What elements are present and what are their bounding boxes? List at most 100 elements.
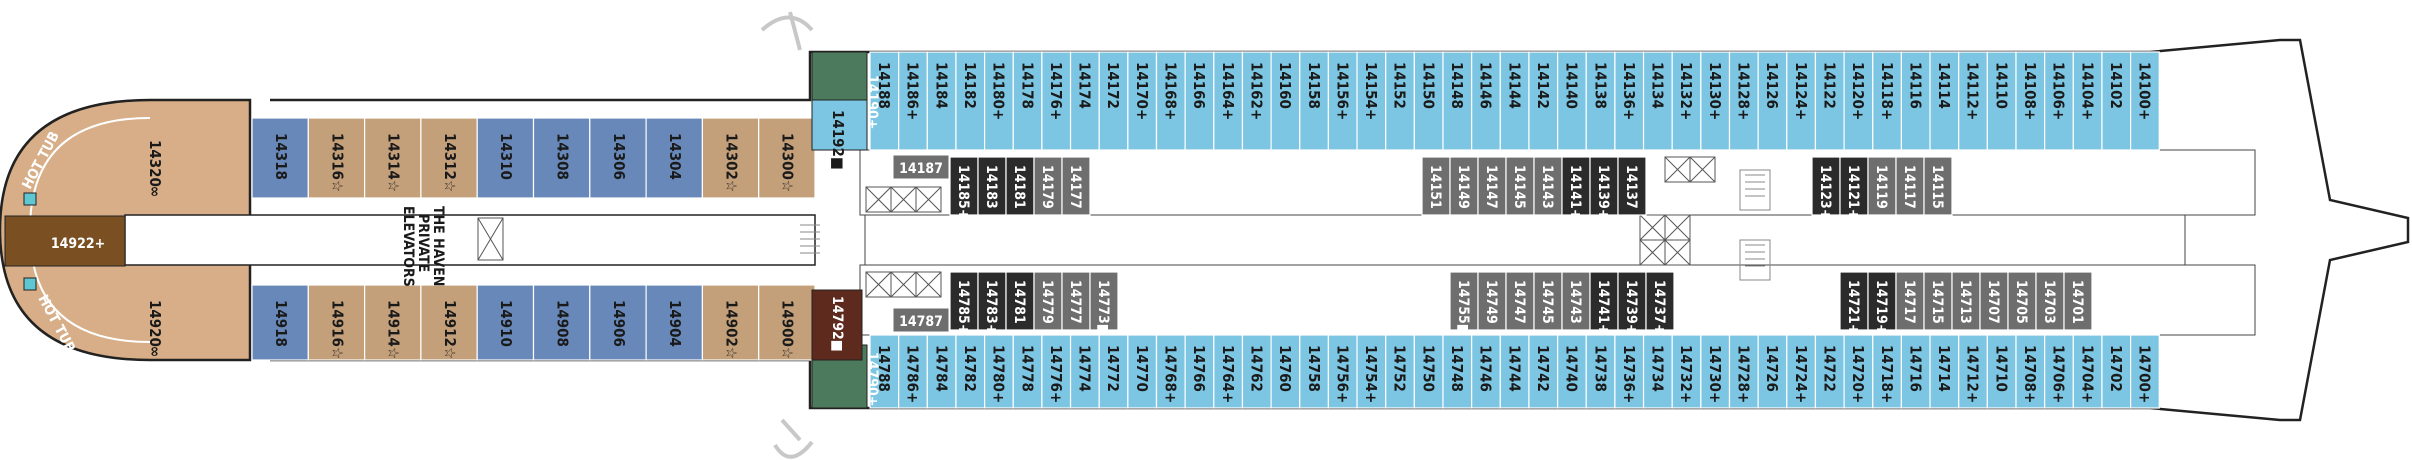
cabin-14314[interactable]: 14314☆ <box>364 117 422 199</box>
cabin-14910[interactable]: 14910 <box>476 284 535 361</box>
cabin-14732[interactable]: 14732+ <box>1671 334 1702 409</box>
cabin-14784[interactable]: 14784 <box>926 334 957 409</box>
cabin-14776[interactable]: 14776+ <box>1041 334 1072 409</box>
cabin-14743[interactable]: 14743 <box>1561 271 1591 331</box>
cabin-14782[interactable]: 14782 <box>955 334 986 409</box>
cabin-14716[interactable]: 14716 <box>1900 334 1931 409</box>
cabin-14149[interactable]: 14149 <box>1449 156 1479 216</box>
cabin-14123[interactable]: 14123+ <box>1811 156 1841 219</box>
cabin-14705[interactable]: 14705 <box>2007 271 2037 331</box>
aft-suite-bottom[interactable]: 14920 ∞ <box>146 300 164 357</box>
cabin-14908[interactable]: 14908 <box>532 284 591 361</box>
cabin-14316[interactable]: 14316☆ <box>307 117 366 199</box>
cabin-14914[interactable]: 14914☆ <box>364 284 422 361</box>
cabin-14758[interactable]: 14758 <box>1299 334 1329 409</box>
cabin-14121[interactable]: 14121+ <box>1839 156 1869 219</box>
cabin-14300[interactable]: 14300☆ <box>758 117 816 199</box>
cabin-14142[interactable]: 14142 <box>1528 51 1559 151</box>
cabin-14177[interactable]: 14177 <box>1061 156 1091 216</box>
cabin-14736[interactable]: 14736+ <box>1614 334 1645 409</box>
cabin-14168[interactable]: 14168+ <box>1155 51 1186 151</box>
cabin-14120[interactable]: 14120+ <box>1843 51 1874 151</box>
cabin-14720[interactable]: 14720+ <box>1843 334 1874 409</box>
cabin-14164[interactable]: 14164+ <box>1213 51 1244 151</box>
cabin-14147[interactable]: 14147 <box>1477 156 1507 216</box>
cabin-14136[interactable]: 14136+ <box>1614 51 1645 151</box>
cabin-14770[interactable]: 14770 <box>1127 334 1158 409</box>
cabin-14773[interactable]: 14773■ <box>1089 271 1119 336</box>
cabin-14912[interactable]: 14912☆ <box>420 284 478 361</box>
cabin-14312[interactable]: 14312☆ <box>420 117 478 199</box>
cabin-14779[interactable]: 14779 <box>1033 271 1063 331</box>
cabin-14145[interactable]: 14145 <box>1505 156 1535 216</box>
cabin-14139[interactable]: 14139+ <box>1589 156 1619 219</box>
cabin-14162[interactable]: 14162+ <box>1241 51 1272 151</box>
cabin-14734[interactable]: 14734 <box>1642 334 1673 409</box>
cabin-14116[interactable]: 14116 <box>1900 51 1931 151</box>
cabin-14781[interactable]: 14781 <box>1005 271 1035 331</box>
cabin-14740[interactable]: 14740 <box>1556 334 1587 409</box>
cabin-14112[interactable]: 14112+ <box>1958 51 1988 151</box>
cabin-14108[interactable]: 14108+ <box>2015 51 2046 151</box>
cabin-14106[interactable]: 14106+ <box>2044 51 2074 151</box>
cabin-14104[interactable]: 14104+ <box>2072 51 2103 151</box>
cabin-14744[interactable]: 14744 <box>1499 334 1530 409</box>
cabin-14766[interactable]: 14766 <box>1184 334 1215 409</box>
cabin-14785[interactable]: 14785+ <box>949 271 979 334</box>
cabin-14713[interactable]: 14713 <box>1951 271 1981 331</box>
cabin-14755[interactable]: 14755■ <box>1449 271 1479 336</box>
cabin-14737[interactable]: 14737+ <box>1645 271 1675 334</box>
cabin-14176[interactable]: 14176+ <box>1041 51 1072 151</box>
cabin-14102[interactable]: 14102 <box>2101 51 2132 151</box>
aft-center-suite[interactable]: 14922+ <box>4 215 126 267</box>
cabin-14152[interactable]: 14152 <box>1385 51 1415 151</box>
cabin-14739[interactable]: 14739+ <box>1617 271 1647 334</box>
cabin-14778[interactable]: 14778 <box>1012 334 1043 409</box>
cabin-14780[interactable]: 14780+ <box>983 334 1014 409</box>
cabin-14130[interactable]: 14130+ <box>1700 51 1731 151</box>
cabin-14166[interactable]: 14166 <box>1184 51 1215 151</box>
cabin-14110[interactable]: 14110 <box>1986 51 2017 151</box>
cabin-14708[interactable]: 14708+ <box>2015 334 2046 409</box>
cabin-14151[interactable]: 14151 <box>1421 156 1451 216</box>
cabin-14900[interactable]: 14900☆ <box>758 284 816 361</box>
cabin-14179[interactable]: 14179 <box>1033 156 1063 216</box>
cabin-14150[interactable]: 14150 <box>1413 51 1444 151</box>
cabin-14738[interactable]: 14738 <box>1585 334 1616 409</box>
cabin-14174[interactable]: 14174 <box>1069 51 1100 151</box>
cabin-14144[interactable]: 14144 <box>1499 51 1530 151</box>
cabin-14183[interactable]: 14183 <box>977 156 1007 216</box>
cabin-14302[interactable]: 14302☆ <box>701 117 760 199</box>
cabin-14746[interactable]: 14746 <box>1471 334 1501 409</box>
cabin-14186[interactable]: 14186+ <box>898 51 928 151</box>
wide-cabin-bottom[interactable]: 14787 <box>892 307 950 333</box>
cabin-14752[interactable]: 14752 <box>1385 334 1415 409</box>
cabin-14750[interactable]: 14750 <box>1413 334 1444 409</box>
cabin-14158[interactable]: 14158 <box>1299 51 1329 151</box>
cabin-14718[interactable]: 14718+ <box>1872 334 1902 409</box>
cabin-14701[interactable]: 14701 <box>2063 271 2093 331</box>
cabin-14156[interactable]: 14156+ <box>1327 51 1358 151</box>
cabin-14115[interactable]: 14115 <box>1923 156 1953 216</box>
cabin-14182[interactable]: 14182 <box>955 51 986 151</box>
cabin-14904[interactable]: 14904 <box>645 284 703 361</box>
cabin-14188[interactable]: 14188 <box>869 51 900 151</box>
cabin-14306[interactable]: 14306 <box>589 117 647 199</box>
cabin-14707[interactable]: 14707 <box>1979 271 2009 331</box>
cabin-14117[interactable]: 14117 <box>1895 156 1925 216</box>
corner-cabin-top-light[interactable]: 14192■ <box>811 99 868 170</box>
cabin-14764[interactable]: 14764+ <box>1213 334 1244 409</box>
cabin-14916[interactable]: 14916☆ <box>307 284 366 361</box>
cabin-14783[interactable]: 14783+ <box>977 271 1007 334</box>
cabin-14119[interactable]: 14119 <box>1867 156 1897 216</box>
cabin-14748[interactable]: 14748 <box>1442 334 1473 409</box>
cabin-14172[interactable]: 14172 <box>1098 51 1129 151</box>
cabin-14777[interactable]: 14777 <box>1061 271 1091 331</box>
cabin-14100[interactable]: 14100+ <box>2130 51 2160 151</box>
cabin-14722[interactable]: 14722 <box>1814 334 1845 409</box>
cabin-14756[interactable]: 14756+ <box>1327 334 1358 409</box>
cabin-14749[interactable]: 14749 <box>1477 271 1507 331</box>
corner-cabin-bottom-maroon[interactable]: 14792■ <box>811 289 863 361</box>
cabin-14786[interactable]: 14786+ <box>898 334 928 409</box>
cabin-14126[interactable]: 14126 <box>1757 51 1788 151</box>
